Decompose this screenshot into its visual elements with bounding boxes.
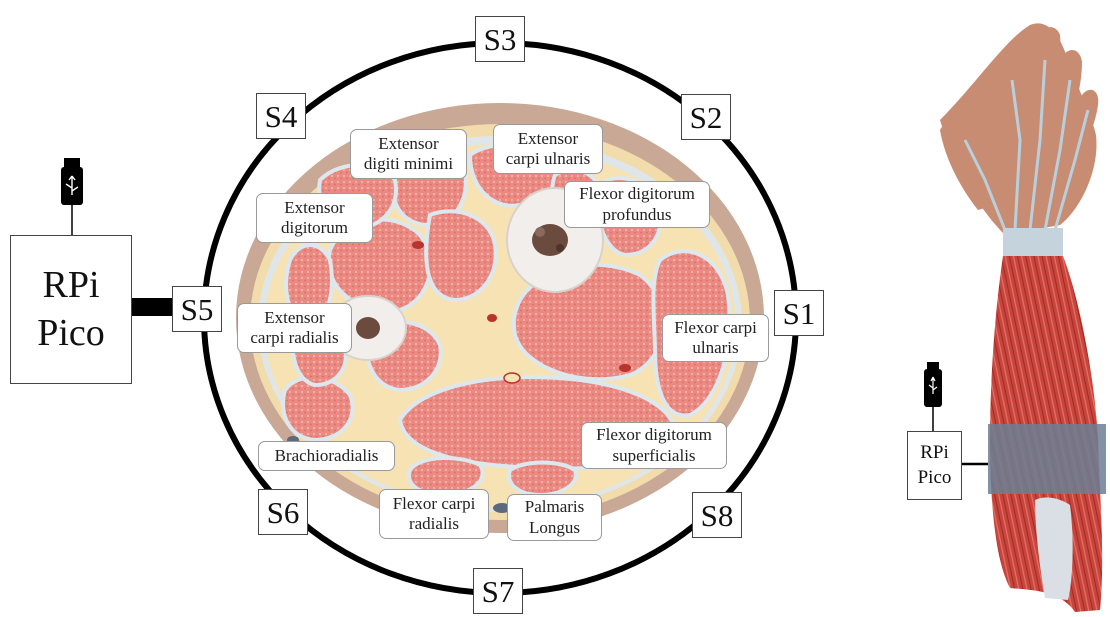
sensor-s8-label: S8 (701, 500, 734, 531)
sensor-s3: S3 (475, 16, 525, 62)
sensor-s1: S1 (774, 290, 824, 336)
label-flexor-digitorum-profundus: Flexor digitorum profundus (564, 181, 710, 228)
rpi-pico-main-box: RPi Pico (10, 235, 132, 384)
forearm-illustration (940, 23, 1106, 612)
label-line: superficialis (587, 446, 721, 466)
label-palmaris-longus: Palmaris Longus (507, 494, 602, 541)
sensor-s1-label: S1 (783, 298, 816, 329)
rpi-pico-arm-line1: RPi (908, 441, 961, 466)
label-extensor-carpi-radialis: Extensor carpi radialis (237, 303, 352, 353)
label-line: Extensor (262, 198, 367, 218)
label-line: Extensor (243, 308, 346, 328)
label-line: Flexor carpi (668, 318, 763, 338)
sensor-s7: S7 (473, 568, 523, 614)
sensor-s7-label: S7 (482, 576, 515, 607)
usb-connector-icon (924, 362, 942, 431)
label-line: digiti minimi (356, 154, 461, 174)
sensor-band (988, 424, 1106, 494)
sensor-s4-label: S4 (265, 101, 298, 132)
rpi-pico-main-line1: RPi (11, 262, 131, 310)
label-line: profundus (570, 205, 704, 225)
rpi-pico-main-line2: Pico (11, 310, 131, 358)
label-line: Palmaris (513, 497, 596, 517)
label-line: radialis (385, 514, 483, 534)
sensor-s3-label: S3 (484, 24, 517, 55)
label-flexor-carpi-radialis: Flexor carpi radialis (379, 489, 489, 539)
label-line: carpi ulnaris (499, 149, 597, 169)
usb-connector-icon (61, 158, 83, 235)
label-line: Flexor digitorum (587, 425, 721, 445)
sensor-s5: S5 (172, 286, 222, 332)
wrist-retinaculum (1003, 228, 1063, 256)
sensor-s6-label: S6 (267, 497, 300, 528)
sensor-s6: S6 (258, 489, 308, 535)
label-line: Extensor (499, 129, 597, 149)
label-extensor-digitorum: Extensor digitorum (256, 193, 373, 243)
label-extensor-carpi-ulnaris: Extensor carpi ulnaris (493, 124, 603, 174)
sensor-s5-label: S5 (181, 294, 214, 325)
label-line: carpi radialis (243, 328, 346, 348)
sensor-s8: S8 (692, 492, 742, 538)
cable-rpi-s5 (130, 298, 172, 316)
label-line: Longus (513, 518, 596, 538)
label-line: Extensor (356, 134, 461, 154)
muscle-mid-left (426, 211, 496, 300)
rpi-pico-arm-line2: Pico (908, 466, 961, 491)
label-extensor-digiti-minimi: Extensor digiti minimi (350, 129, 467, 179)
label-line: Brachioradialis (264, 446, 389, 466)
sensor-s4: S4 (256, 93, 306, 139)
label-flexor-digitorum-superficialis: Flexor digitorum superficialis (581, 422, 727, 469)
rpi-pico-arm-box: RPi Pico (907, 431, 962, 500)
label-brachioradialis: Brachioradialis (258, 441, 395, 471)
label-line: Flexor digitorum (570, 184, 704, 204)
label-line: ulnaris (668, 338, 763, 358)
label-flexor-carpi-ulnaris: Flexor carpi ulnaris (662, 314, 769, 362)
sensor-s2: S2 (681, 94, 731, 140)
label-line: digitorum (262, 218, 367, 238)
label-line: Flexor carpi (385, 494, 483, 514)
sensor-s2-label: S2 (690, 102, 723, 133)
muscle-palmaris-longus (509, 463, 576, 496)
